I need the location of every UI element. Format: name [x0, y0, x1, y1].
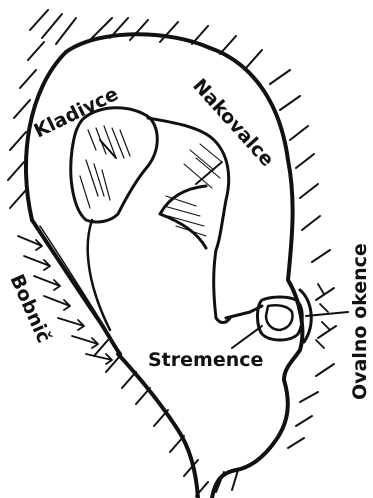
stapes-label: Stremence	[148, 349, 263, 371]
incus-bone	[148, 118, 230, 323]
stapes-bone	[226, 297, 302, 340]
malleus-leader-line	[100, 140, 116, 158]
eardrum-label: Bobnič	[5, 271, 55, 346]
oval-window-label: Ovalno okence	[349, 243, 371, 400]
cavity-lower-left-wall	[118, 354, 198, 498]
eardrum-membrane-inner	[40, 226, 104, 326]
stapes-leader-line	[232, 326, 262, 348]
